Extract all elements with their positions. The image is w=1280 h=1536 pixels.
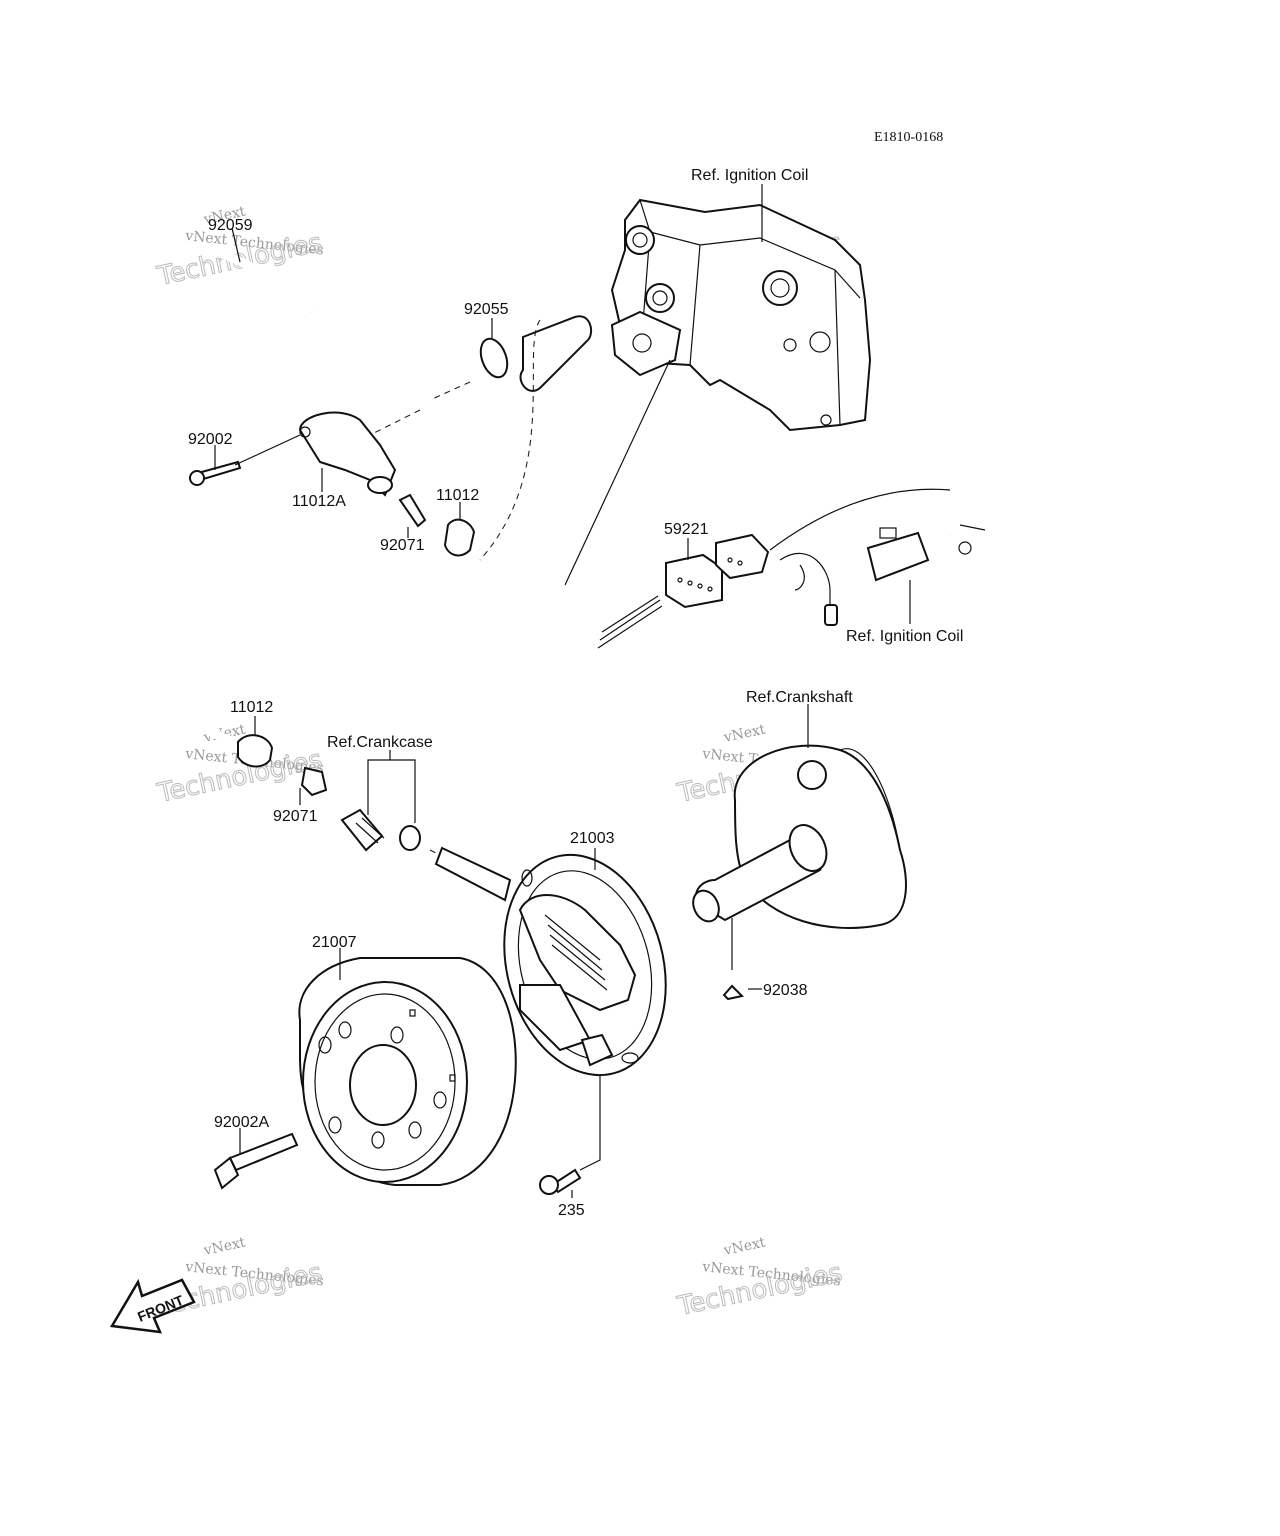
- woodruff-key-92038: [722, 984, 745, 1001]
- label-92055: 92055: [464, 301, 509, 318]
- flywheel-21007: [298, 957, 517, 1186]
- label-235: 235: [558, 1202, 585, 1219]
- bolt-92002A: [213, 1132, 299, 1190]
- label-92038: 92038: [763, 982, 808, 999]
- svg-text:vNext: vNext: [722, 1234, 768, 1259]
- cap-11012A: [298, 411, 397, 497]
- watermark-mid-left: vNext vNext Technologies Technologies: [154, 721, 326, 809]
- wire-harness: [531, 359, 986, 674]
- label-11012-top: 11012: [436, 487, 479, 504]
- front-arrow-icon: FRONT: [109, 1278, 196, 1334]
- stator-21003: [503, 853, 667, 1077]
- label-92002: 92002: [188, 431, 233, 448]
- label-ref-crankcase: Ref.Crankcase: [327, 734, 433, 751]
- tube-92055: [479, 315, 593, 392]
- label-92071-low: 92071: [273, 808, 318, 825]
- ignition-coil-housing: [610, 198, 872, 432]
- screw-235: [539, 1168, 582, 1195]
- svg-text:vNext: vNext: [202, 1234, 248, 1259]
- watermark-bottom-right: vNext vNext Technologies Technologies: [674, 1234, 846, 1322]
- connector-59221: [665, 533, 770, 609]
- diagram-code: E1810-0168: [874, 130, 943, 145]
- nozzle-92071-low: [300, 766, 328, 797]
- crankshaft: [692, 744, 907, 929]
- bolt-92002: [189, 460, 242, 486]
- nozzle-92071-top: [398, 493, 427, 528]
- label-11012A: 11012A: [292, 493, 346, 510]
- ignition-coil-module: [866, 527, 930, 582]
- label-21003: 21003: [570, 830, 615, 847]
- label-ref-ignition-coil-top: Ref. Ignition Coil: [691, 167, 808, 184]
- fitting-crankcase: [340, 808, 421, 852]
- label-92059: 92059: [208, 217, 253, 234]
- label-11012-low: 11012: [230, 699, 273, 716]
- label-ref-crankshaft: Ref.Crankshaft: [746, 689, 853, 706]
- label-92002A: 92002A: [214, 1114, 269, 1131]
- svg-text:vNext: vNext: [722, 721, 768, 746]
- label-ref-ignition-coil-mid: Ref. Ignition Coil: [846, 628, 963, 645]
- cap-11012-low: [237, 734, 274, 768]
- label-21007: 21007: [312, 934, 357, 951]
- hose-92059: [61, 227, 316, 750]
- label-92071-top: 92071: [380, 537, 425, 554]
- label-59221: 59221: [664, 521, 709, 538]
- cap-11012-top: [443, 518, 476, 557]
